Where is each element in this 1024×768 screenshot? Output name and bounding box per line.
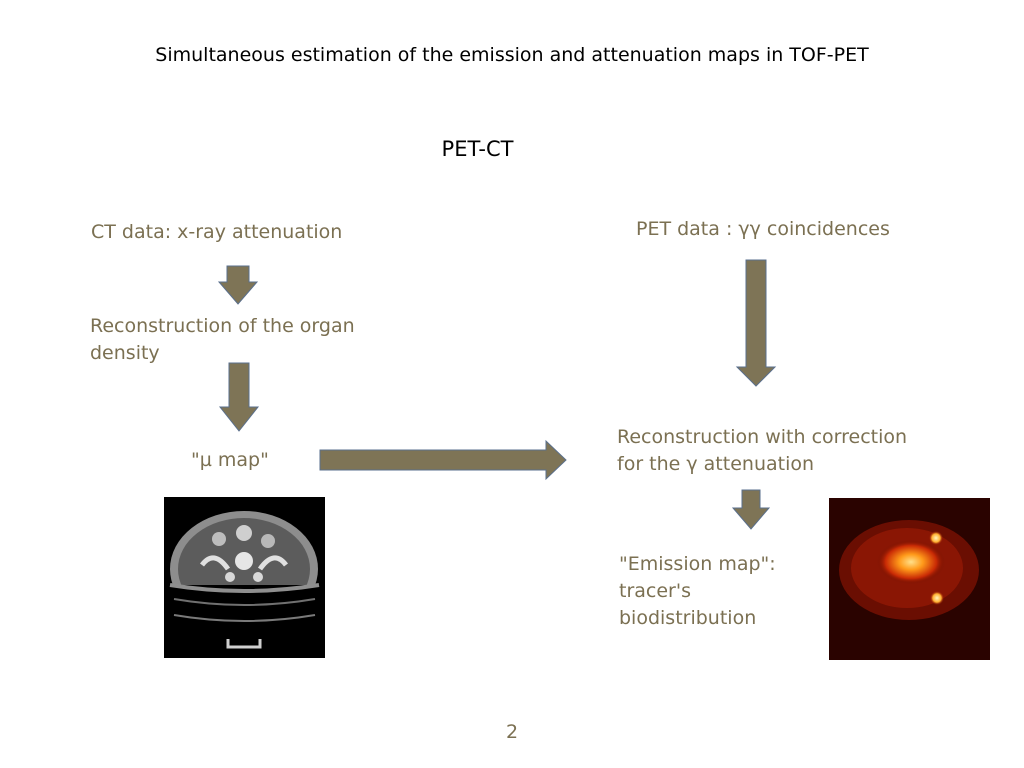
slide-title: Simultaneous estimation of the emission … bbox=[155, 44, 869, 66]
arrow-down-icon bbox=[735, 259, 777, 387]
ct-scan-image bbox=[164, 497, 325, 658]
arrow-down-icon bbox=[731, 489, 771, 530]
slide-subtitle: PET-CT bbox=[441, 137, 514, 161]
attenuation-correction-label: Reconstruction with correction for the γ… bbox=[617, 426, 908, 475]
mu-map-label: "µ map" bbox=[191, 449, 269, 471]
pet-data-label: PET data : γγ coincidences bbox=[636, 218, 890, 240]
arrow-down-icon bbox=[217, 265, 259, 305]
page-number: 2 bbox=[505, 721, 519, 743]
pet-emission-image bbox=[829, 498, 990, 660]
arrow-down-icon bbox=[218, 362, 260, 432]
organ-reconstruction-label: Reconstruction of the organ density bbox=[90, 315, 355, 364]
emission-map-label: "Emission map": tracer's biodistribution bbox=[619, 553, 776, 629]
ct-data-label: CT data: x-ray attenuation bbox=[91, 221, 343, 243]
arrow-right-icon bbox=[319, 439, 567, 481]
